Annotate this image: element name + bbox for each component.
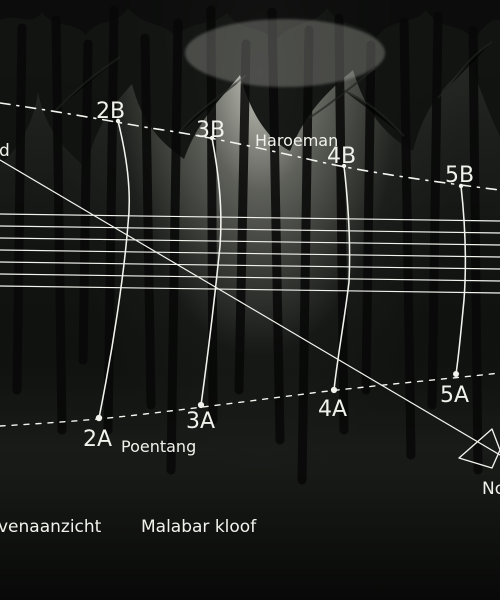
survey-lines — [0, 102, 500, 469]
station-4-line — [333, 165, 351, 391]
north-arrow-triangle — [458, 428, 500, 469]
bottom-name-label: Poentang — [121, 437, 196, 456]
top-name-label: Haroeman — [255, 131, 338, 150]
overlay-labels: 2B 3B 4B 5B 2A 3A 4A 5A Haroeman Poentan… — [0, 99, 500, 537]
tree-trunks — [12, 5, 483, 485]
parallel-guide-lines — [0, 213, 500, 294]
label-3b: 3B — [196, 118, 225, 143]
right-fragment-label: No — [482, 479, 500, 499]
caption-right-label: Malabar kloof — [141, 517, 257, 537]
label-4a: 4A — [318, 397, 347, 422]
upper-reference-line — [0, 102, 500, 191]
tree-branches — [55, 41, 493, 137]
label-4b: 4B — [327, 144, 356, 169]
station-3-line — [200, 137, 222, 406]
label-2a: 2A — [83, 427, 112, 452]
survey-points — [95, 118, 464, 422]
caption-left-label: venaanzicht — [0, 517, 102, 537]
left-fragment-label: d — [0, 141, 10, 161]
label-3a: 3A — [186, 409, 215, 434]
ground-area — [0, 325, 500, 600]
lower-reference-line — [0, 372, 500, 427]
label-2b: 2B — [96, 99, 125, 124]
label-5b: 5B — [445, 163, 474, 188]
label-5a: 5A — [440, 383, 469, 408]
diagonal-sight-line — [0, 159, 500, 456]
sky-glow — [185, 19, 385, 87]
station-5-line — [455, 185, 467, 375]
